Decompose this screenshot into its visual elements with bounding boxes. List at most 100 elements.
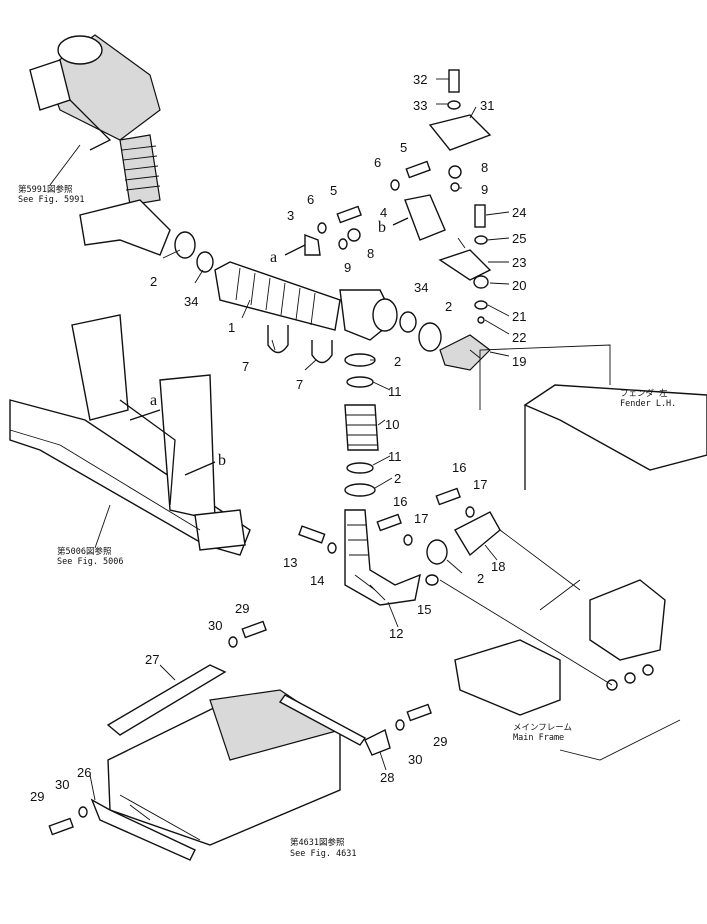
note-fig5006-jp: 第5006図参照 (57, 546, 112, 557)
bracket-28 (364, 728, 391, 756)
note-fig5006-en: See Fig. 5006 (57, 557, 124, 567)
washer-17b (403, 534, 413, 546)
callout-5: 5 (400, 140, 407, 155)
callout-18: 18 (491, 559, 505, 574)
washer-9b (450, 182, 460, 192)
callout-10: 10 (385, 417, 399, 432)
reference-letters: a b a b (150, 219, 386, 469)
main-frame (454, 579, 681, 761)
nut-8b (448, 165, 462, 179)
callout-8: 8 (367, 246, 374, 261)
callout-23: 23 (512, 255, 526, 270)
letter-b-top: b (378, 219, 386, 236)
callout-7: 7 (242, 359, 249, 374)
note-mainframe-jp: メインフレーム (513, 723, 572, 733)
bolt-13 (298, 525, 326, 544)
callout-13: 13 (283, 555, 297, 570)
frame-structure (9, 314, 251, 556)
note-fig5991-en: See Fig. 5991 (18, 195, 85, 205)
callout-4: 4 (380, 205, 387, 220)
callout-15: 15 (417, 602, 431, 617)
bracket-23 (438, 249, 492, 281)
clamp-2d (344, 483, 376, 497)
callout-34: 34 (414, 280, 428, 295)
letter-a-frame: a (150, 392, 157, 409)
callout-33: 33 (413, 98, 427, 113)
callout-25: 25 (512, 231, 526, 246)
callout-34: 34 (184, 294, 198, 309)
note-fig4631-jp: 第4631図参照 (290, 837, 345, 848)
washer-25 (474, 235, 488, 245)
elbow-18 (454, 511, 501, 557)
plug-15 (425, 574, 439, 586)
callout-2: 2 (477, 571, 484, 586)
band-11a (346, 376, 374, 388)
bracket-4 (404, 194, 446, 241)
washer-6b (390, 179, 400, 191)
bolt-5b (405, 160, 431, 179)
washer-33 (447, 100, 461, 110)
bolt-5a (336, 205, 362, 224)
callout-9: 9 (481, 182, 488, 197)
callout-5: 5 (330, 183, 337, 198)
callout-22: 22 (512, 330, 526, 345)
callout-9: 9 (344, 260, 351, 275)
bolt-16b (376, 513, 402, 532)
letter-b-frame: b (218, 452, 226, 469)
u-bolt-7a (267, 325, 289, 354)
clamp-34a (196, 251, 214, 273)
note-fender-en: Fender L.H. (620, 399, 676, 409)
callout-1: 1 (228, 320, 235, 335)
callout-27: 27 (145, 652, 159, 667)
callout-2: 2 (394, 471, 401, 486)
callout-26: 26 (77, 765, 91, 780)
callout-30: 30 (408, 752, 422, 767)
note-mainframe-en: Main Frame (513, 733, 564, 743)
callout-11: 11 (388, 449, 402, 464)
callout-29: 29 (30, 789, 44, 804)
ring-22 (477, 316, 485, 324)
washer-30c (78, 806, 88, 818)
clamp-2b (418, 322, 442, 352)
bracket-31 (428, 114, 492, 151)
tank-assembly (90, 664, 367, 861)
bolt-32 (448, 69, 460, 93)
callout-20: 20 (512, 278, 526, 293)
note-fig4631-en: See Fig. 4631 (290, 849, 357, 859)
washer-21 (474, 300, 488, 310)
callout-30: 30 (208, 618, 222, 633)
clamp-34b (399, 311, 417, 333)
callout-14: 14 (310, 573, 324, 588)
cushion-20 (473, 275, 489, 289)
callout-17: 17 (473, 477, 487, 492)
pointer-a-top (284, 244, 306, 256)
callout-16: 16 (393, 494, 407, 509)
callout-numbers: 1 2 2 2 2 2 3 4 5 5 6 6 7 7 8 8 9 9 10 1… (30, 72, 526, 804)
reference-notes: 第5991図参照 See Fig. 5991 第5006図参照 See Fig.… (18, 184, 676, 859)
pointer-a-frame (129, 409, 161, 421)
callout-8: 8 (481, 160, 488, 175)
duct-hose-1 (214, 261, 398, 341)
note-fender-jp: フェンダ 左 (620, 388, 668, 399)
bolt-29c (48, 817, 74, 836)
clamp-2a (174, 231, 196, 259)
callout-2: 2 (394, 354, 401, 369)
washer-14 (327, 542, 337, 554)
callout-29: 29 (235, 601, 249, 616)
washer-30b (395, 719, 405, 731)
bolt-16a (435, 487, 461, 506)
band-11b (346, 462, 374, 474)
bolt-29a (241, 620, 267, 639)
leader-lines (89, 78, 510, 801)
washer-30a (228, 636, 238, 648)
mount-19 (439, 334, 491, 371)
bolt-29b (406, 703, 432, 722)
callout-17: 17 (414, 511, 428, 526)
clamp-2e (426, 539, 448, 565)
callout-2: 2 (445, 299, 452, 314)
fender-lh (479, 344, 707, 490)
callout-7: 7 (296, 377, 303, 392)
hose-10 (344, 404, 379, 451)
washer-6a (317, 222, 327, 234)
